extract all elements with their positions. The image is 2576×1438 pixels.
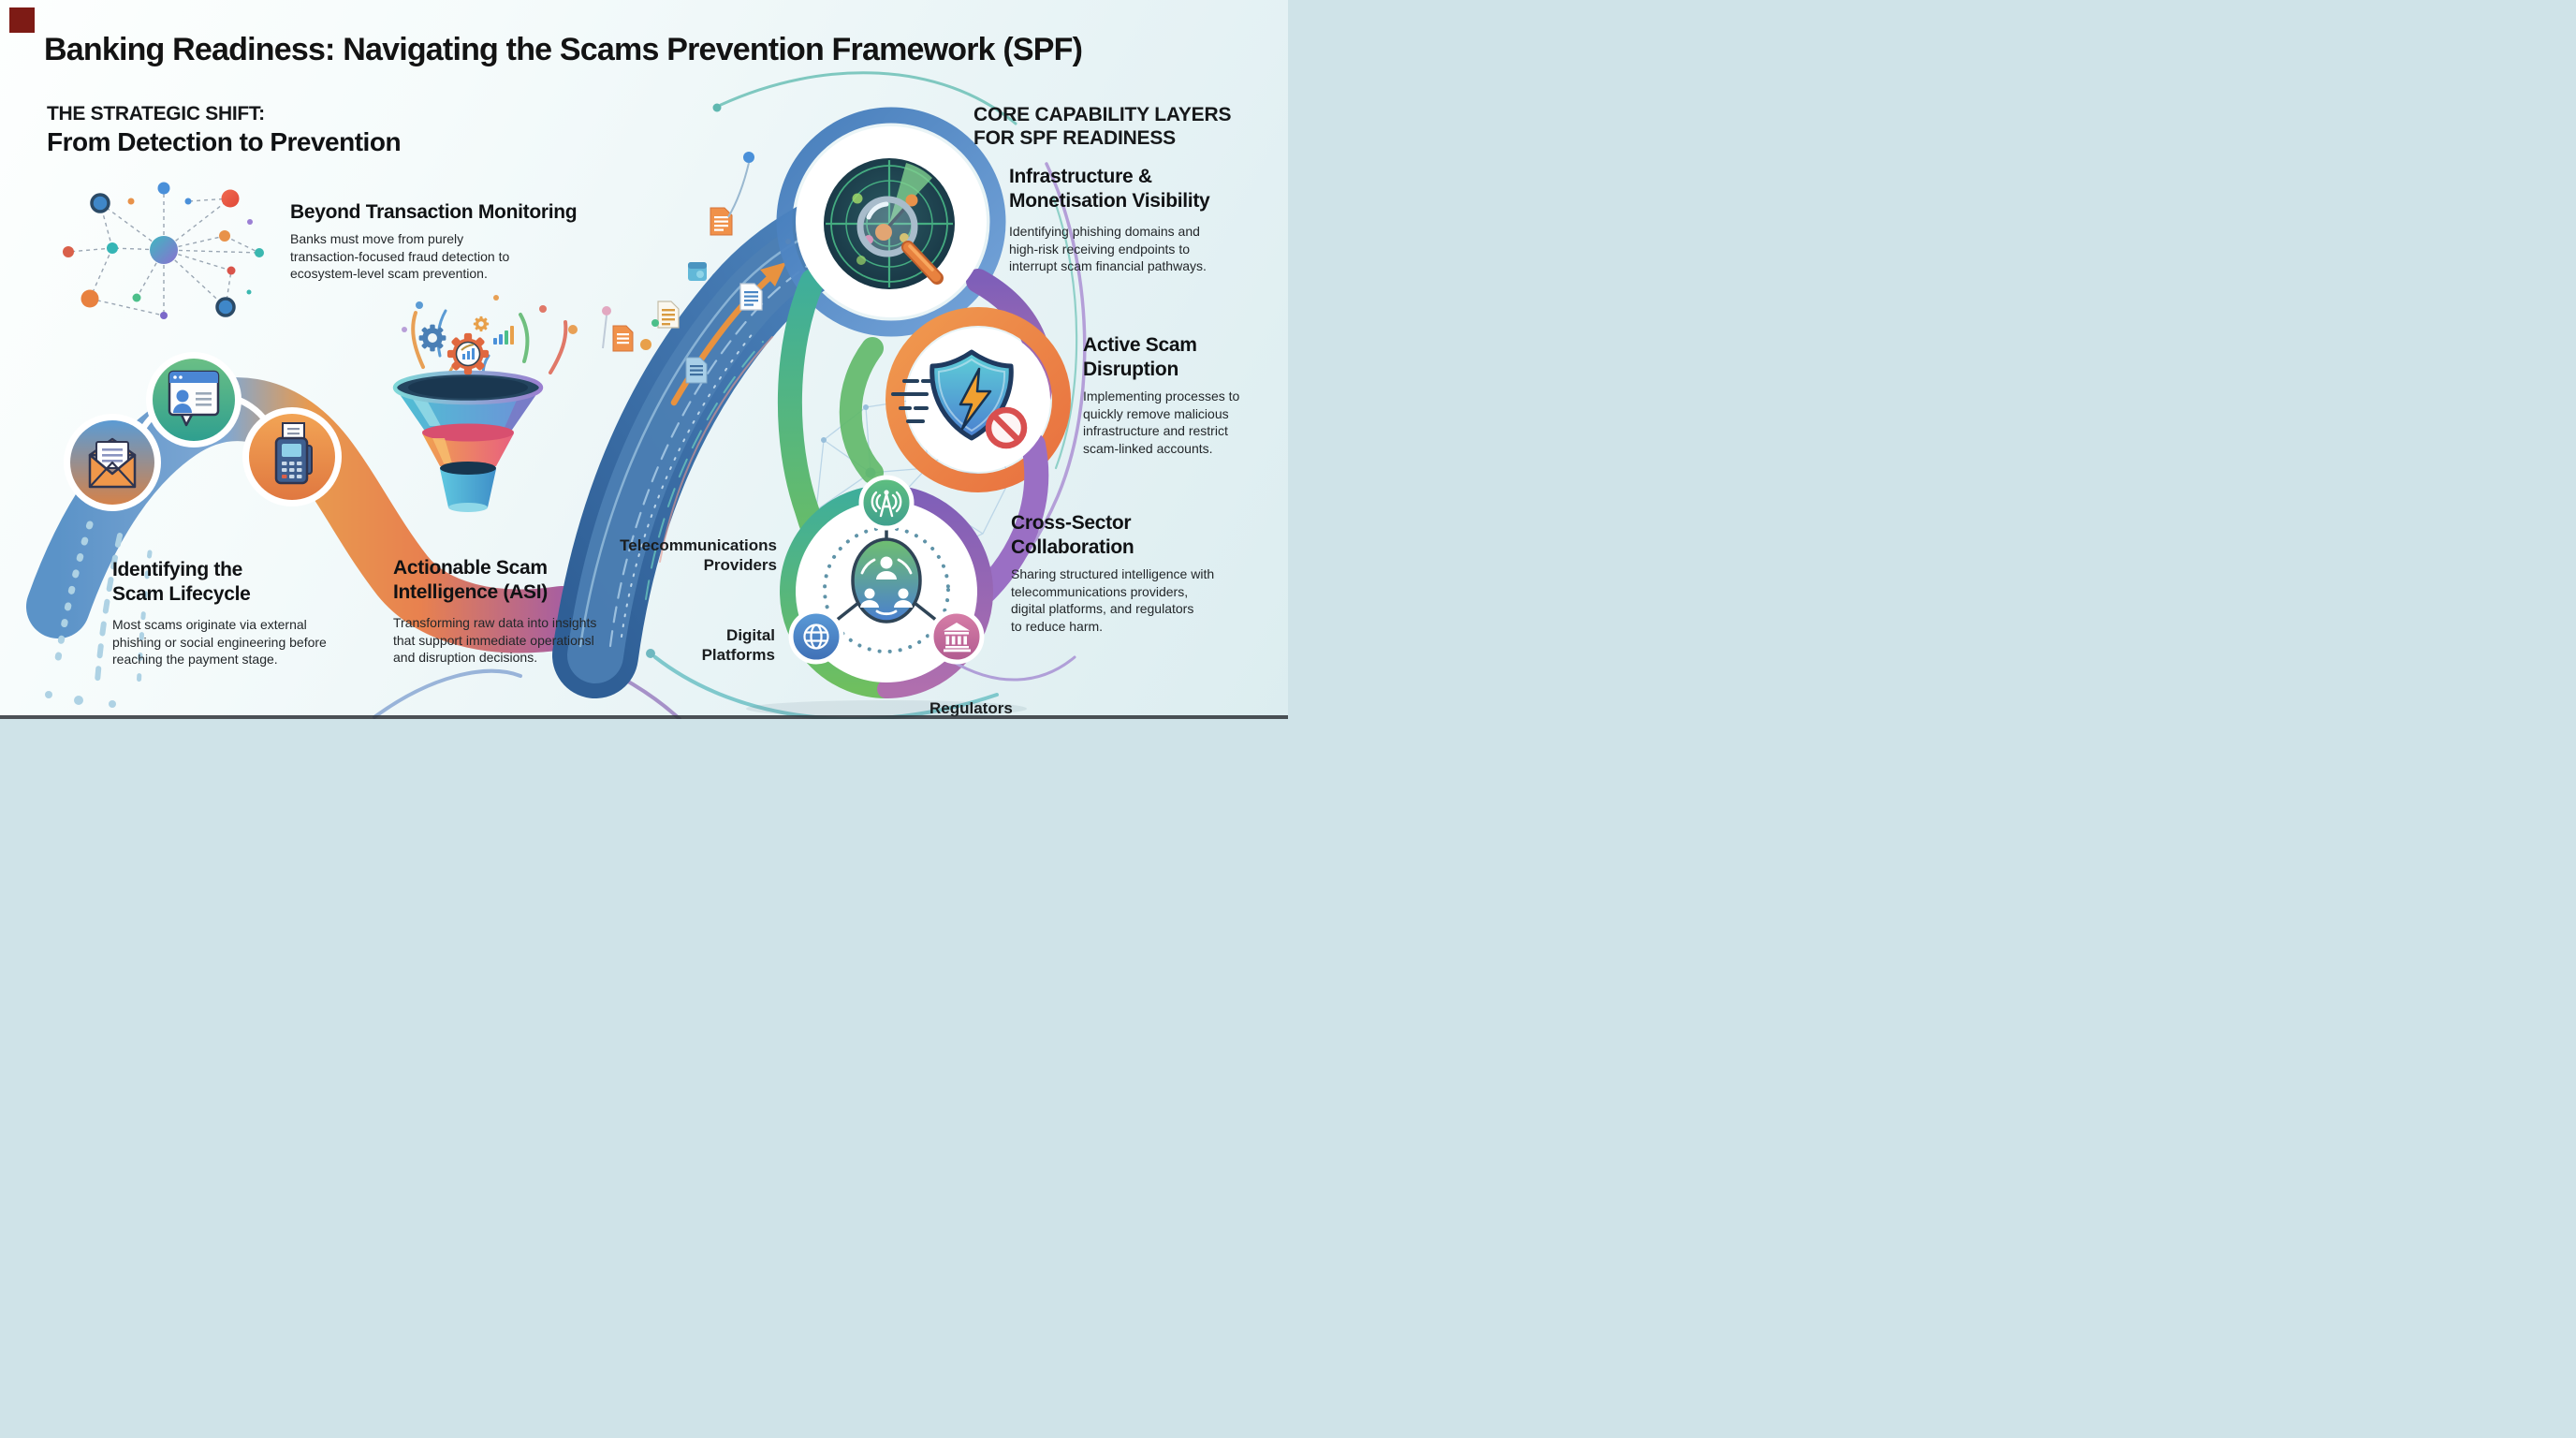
globe-icon (788, 609, 844, 665)
label-regulators: Regulators (929, 699, 1013, 717)
cross-sector-heading: Cross-Sector Collaboration (1011, 512, 1134, 558)
active-disruption-body: Implementing processes to quickly remove… (1083, 389, 1240, 456)
shield-lightning-block-icon (891, 328, 1050, 472)
asi-heading: Actionable Scam Intelligence (ASI) (393, 557, 548, 603)
profile-card-icon (146, 352, 242, 448)
document-icon (612, 207, 763, 384)
network-graph-icon (63, 182, 264, 319)
page-title: Banking Readiness: Navigating the Scams … (44, 32, 1083, 67)
bar-chart-icon (493, 326, 514, 345)
speed-trail-dots (52, 521, 153, 694)
infrastructure-visibility-body: Identifying phishing domains and high-ri… (1009, 224, 1207, 273)
bank-icon (929, 609, 985, 665)
label-telecom-providers: Telecommunications Providers (620, 536, 777, 574)
infrastructure-visibility-heading: Infrastructure & Monetisation Visibility (1009, 166, 1210, 212)
scam-lifecycle-body: Most scams originate via external phishi… (112, 617, 327, 667)
active-disruption-heading: Active Scam Disruption (1083, 334, 1197, 380)
open-envelope-icon (64, 414, 161, 511)
cross-sector-body: Sharing structured intelligence with tel… (1011, 566, 1215, 634)
strategic-shift-heading: From Detection to Prevention (47, 127, 402, 156)
beyond-monitoring-body: Banks must move from purely transaction-… (290, 231, 510, 281)
strategic-shift-kicker: THE STRATEGIC SHIFT: (47, 103, 265, 125)
scam-lifecycle-heading: Identifying the Scam Lifecycle (112, 559, 251, 605)
bottom-edge-strip (0, 715, 1288, 719)
ground-shadow (746, 700, 1027, 717)
core-capability-kicker: CORE CAPABILITY LAYERS FOR SPF READINESS (973, 104, 1232, 149)
corner-mark (9, 7, 35, 33)
infographic-canvas: Banking Readiness: Navigating the Scams … (0, 0, 1288, 719)
broadcast-tower-icon (858, 475, 915, 531)
people-collaboration-icon (788, 475, 985, 682)
payment-terminal-icon (242, 407, 342, 506)
infographic-artwork (26, 71, 1087, 719)
data-funnel-icon (373, 295, 681, 719)
radar-magnifier-icon (796, 126, 987, 317)
scam-lifecycle-wave (26, 352, 593, 708)
asi-body: Transforming raw data into insights that… (393, 615, 597, 665)
label-digital-platforms: Digital Platforms (701, 626, 775, 664)
gear-icon (418, 315, 490, 375)
beyond-monitoring-heading: Beyond Transaction Monitoring (290, 201, 578, 223)
